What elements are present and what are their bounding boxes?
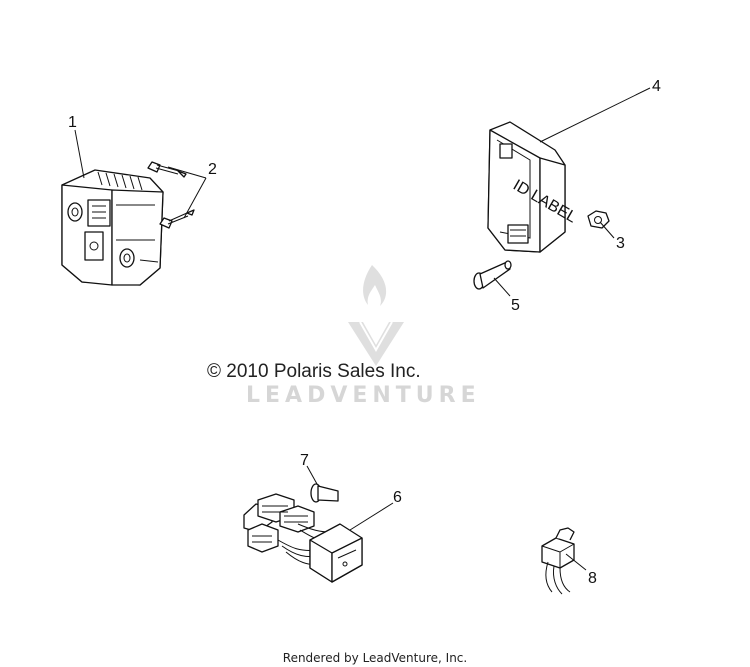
part-8-sensor (541, 527, 575, 595)
callout-1: 1 (68, 114, 77, 131)
part-3-nut (587, 210, 610, 229)
part-1-voltage-regulator (61, 169, 164, 286)
leader-2a (167, 166, 207, 179)
copyright-notice: © 2010 Polaris Sales Inc. (207, 361, 421, 382)
leader-lines (74, 87, 651, 571)
callout-8: 8 (588, 570, 597, 587)
callout-3: 3 (616, 235, 625, 252)
leader-1 (74, 129, 85, 179)
part-4-ecu-module: ID LABEL (487, 121, 579, 253)
callout-6: 6 (393, 489, 402, 506)
leader-7 (306, 465, 318, 485)
leader-4 (539, 87, 651, 143)
leader-2b (183, 177, 207, 219)
leader-5 (493, 277, 511, 297)
watermark-text: LEADVENTURE (246, 383, 481, 408)
leadventure-logo-watermark (348, 265, 404, 366)
leader-3 (599, 221, 615, 239)
callout-2: 2 (208, 161, 217, 178)
part-6-wiring-harness (243, 493, 363, 583)
callout-7: 7 (300, 452, 309, 469)
part-5-bolt (473, 260, 512, 290)
callout-5: 5 (511, 297, 520, 314)
callout-4: 4 (652, 78, 661, 95)
footer-credit: Rendered by LeadVenture, Inc. (283, 651, 467, 665)
leader-6 (349, 502, 394, 531)
leader-8 (565, 553, 587, 571)
part-7-push-rivet (310, 483, 339, 503)
